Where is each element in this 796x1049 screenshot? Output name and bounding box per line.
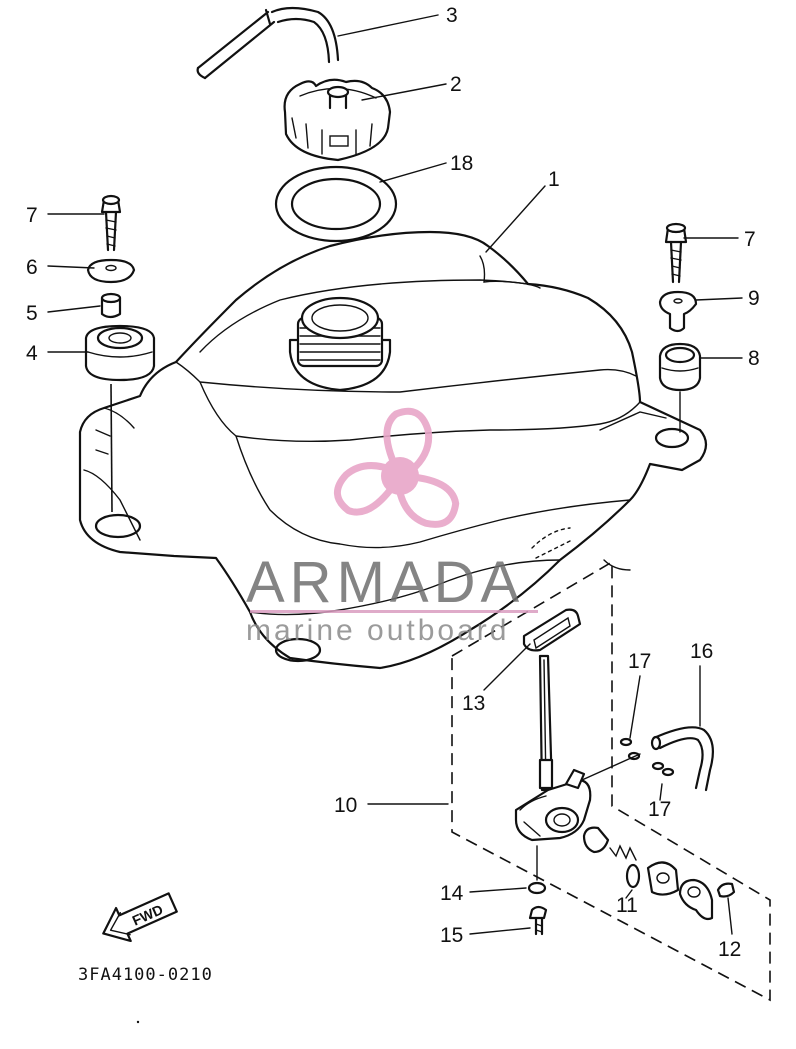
right-bolt-part [664,222,688,284]
callout-2: 2 [450,73,462,96]
callout-16: 16 [690,640,713,663]
callout-14: 14 [440,882,464,905]
hose-clip-part [619,737,675,777]
watermark-subtitle: marine outboard [246,614,509,647]
callout-13: 13 [462,692,485,715]
callout-1: 1 [548,168,560,191]
left-collar-part [100,292,122,319]
left-washer-part [86,258,136,284]
callout-6: 6 [26,256,38,279]
callout-7-left: 7 [26,204,38,227]
callout-4: 4 [26,342,38,365]
callout-11: 11 [616,894,638,917]
callout-17-top: 17 [628,650,651,673]
filler-neck [288,296,392,392]
hose-connection-line [581,753,641,781]
forward-direction-marker: FWD [102,892,178,943]
fuel-cock-assembly [514,654,736,936]
left-bolt-part [100,194,122,252]
cap-gasket-part [274,165,398,243]
speck-dot [136,1020,140,1024]
watermark: ARMADA marine outboard [246,407,538,647]
leader-lines [47,14,743,935]
breather-hose-part [196,6,340,80]
callout-7-right: 7 [744,228,756,251]
callout-17-bottom: 17 [648,798,671,821]
left-mount-axis-line [110,383,113,513]
callout-18: 18 [450,152,473,175]
fuel-cock-group-box [451,560,771,1002]
callout-15: 15 [440,924,463,947]
callout-numbers: 3 2 18 1 7 6 5 4 7 9 8 17 16 13 10 17 11… [26,4,760,961]
callout-8: 8 [748,347,760,370]
callout-5: 5 [26,302,38,325]
watermark-rule [250,610,538,613]
fuel-cap-part [283,78,392,162]
watermark-title: ARMADA [246,550,524,615]
callout-9: 9 [748,287,760,310]
right-collar-part [658,290,698,333]
callout-12: 12 [718,938,741,961]
fuel-hose-part [650,726,715,792]
callout-3: 3 [446,4,458,27]
callout-10: 10 [334,794,357,817]
right-grommet-part [658,342,702,392]
propeller-icon [333,407,460,528]
left-grommet-part [84,324,156,382]
diagram-code: 3FA4100-0210 [78,965,213,985]
fuel-tank-body [78,230,708,670]
